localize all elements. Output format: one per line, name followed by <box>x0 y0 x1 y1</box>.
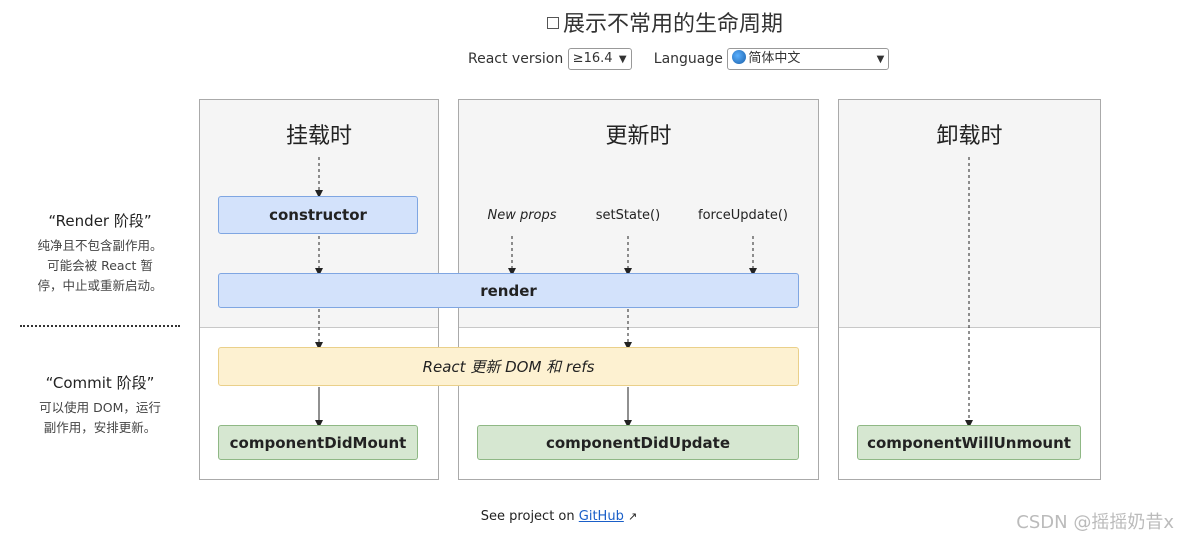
render-phase-title: “Render 阶段” <box>48 212 152 230</box>
page-title: 展示不常用的生命周期 <box>562 12 783 37</box>
new-props-trigger: New props <box>487 208 557 223</box>
language-select[interactable]: 简体中文 ▼ <box>727 48 890 70</box>
phase-divider <box>20 325 180 327</box>
set-state-trigger: setState() <box>595 208 661 223</box>
react-version-select[interactable]: ≥16.4 ▼ <box>567 48 632 70</box>
mount-column-title: 挂载时 <box>285 124 352 149</box>
unmount-column-title: 卸载时 <box>936 124 1003 149</box>
react-version-label: React version <box>468 51 564 67</box>
chevron-down-icon: ▼ <box>618 54 627 65</box>
language-value: 简体中文 <box>748 51 801 66</box>
watermark: CSDN @摇摇奶昔x <box>1016 512 1174 533</box>
footer-prefix: See project on <box>480 509 575 524</box>
globe-icon <box>732 50 747 64</box>
render-phase-desc: 纯净且不包含副作用。 可能会被 React 暂 停，中止或重新启动。 <box>15 236 185 296</box>
language-label: Language <box>653 51 723 67</box>
component-did-update-node: componentDidUpdate <box>477 425 799 460</box>
commit-phase-desc: 可以使用 DOM，运行 副作用，安排更新。 <box>15 398 185 438</box>
constructor-node: constructor <box>218 196 418 234</box>
github-link[interactable]: GitHub <box>578 509 624 524</box>
checkbox[interactable] <box>546 17 559 29</box>
render-desc-line: 停，中止或重新启动。 <box>37 278 163 293</box>
component-will-unmount-node: componentWillUnmount <box>857 425 1081 460</box>
render-node: render <box>218 273 799 308</box>
force-update-trigger: forceUpdate() <box>698 208 788 223</box>
footer: See project on GitHub ↗ <box>0 509 1118 524</box>
controls-bar: React version ≥16.4 ▼ Language 简体中文 ▼ <box>468 48 890 70</box>
commit-phase-title: “Commit 阶段” <box>45 374 155 392</box>
external-link-icon: ↗ <box>627 510 638 523</box>
chevron-down-icon: ▼ <box>876 54 885 65</box>
react-version-value: ≥16.4 <box>572 51 613 66</box>
render-desc-line: 可能会被 React 暂 <box>47 258 153 273</box>
commit-desc-line: 副作用，安排更新。 <box>43 420 157 435</box>
show-less-common-lifecycles-toggle[interactable]: 展示不常用的生命周期 <box>0 6 1188 38</box>
update-column-title: 更新时 <box>605 124 672 149</box>
commit-desc-line: 可以使用 DOM，运行 <box>39 400 161 415</box>
react-update-dom-node: React 更新 DOM 和 refs <box>218 347 799 386</box>
render-desc-line: 纯净且不包含副作用。 <box>37 238 163 253</box>
component-did-mount-node: componentDidMount <box>218 425 418 460</box>
